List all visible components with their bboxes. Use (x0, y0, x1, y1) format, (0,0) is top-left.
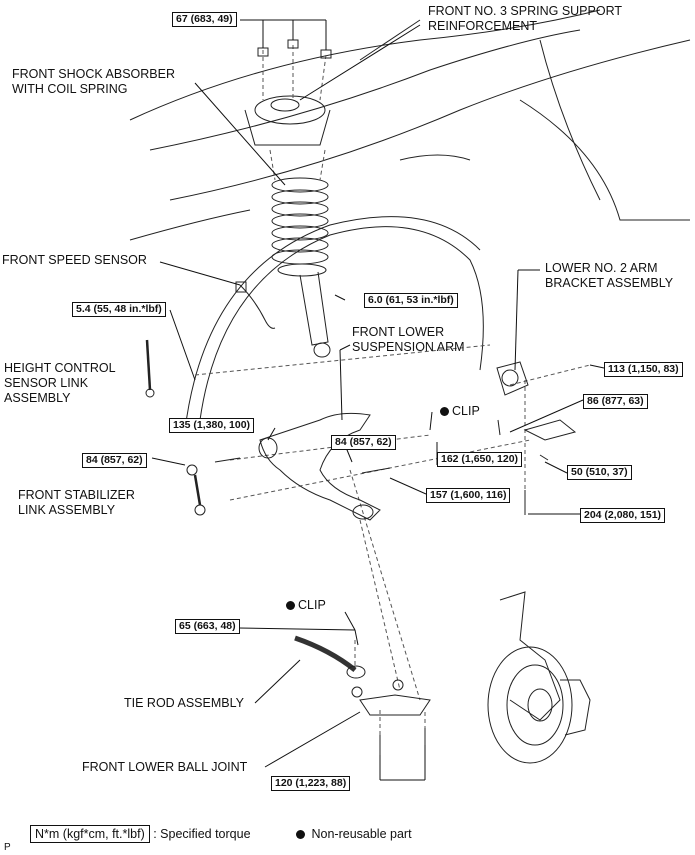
label-line: FRONT STABILIZER (18, 488, 135, 502)
label-shock-absorber: FRONT SHOCK ABSORBER WITH COIL SPRING (12, 67, 175, 97)
torque-157: 157 (1,600, 116) (426, 488, 511, 503)
shock-absorber-body (299, 271, 329, 346)
body-panel-outline (539, 39, 601, 201)
label-line: TIE ROD ASSEMBLY (124, 696, 244, 710)
body-panel-outline (519, 99, 690, 221)
body-panel-outline (359, 19, 421, 61)
label-height-sensor: HEIGHT CONTROL SENSOR LINK ASSEMBLY (4, 361, 116, 406)
label-line: SENSOR LINK (4, 376, 89, 390)
shock-absorber-eye (313, 342, 331, 358)
torque-6: 6.0 (61, 53 in.*lbf) (364, 293, 458, 308)
torque-5-4: 5.4 (55, 48 in.*lbf) (72, 302, 166, 317)
legend-torque-unit: N*m (kgf*cm, ft.*lbf) (30, 825, 150, 843)
legend-torque: N*m (kgf*cm, ft.*lbf) : Specified torque (30, 825, 251, 843)
brake-disc (487, 646, 573, 764)
torque-50: 50 (510, 37) (567, 465, 632, 480)
torque-113: 113 (1,150, 83) (604, 362, 683, 377)
body-panel-outline (129, 9, 601, 121)
label-lower-susp-arm: FRONT LOWER SUSPENSION ARM (352, 325, 465, 355)
label-speed-sensor: FRONT SPEED SENSOR (2, 253, 147, 268)
lower-arm-bracket (496, 361, 529, 396)
coil-spring (271, 177, 329, 277)
label-lower-ball-joint: FRONT LOWER BALL JOINT (82, 760, 247, 775)
torque-67: 67 (683, 49) (172, 12, 237, 27)
label-line: WITH COIL SPRING (12, 82, 128, 96)
nonreusable-dot-icon (296, 830, 305, 839)
ball-joint-stud (351, 686, 363, 698)
torque-204: 204 (2,080, 151) (580, 508, 666, 523)
nonreusable-dot-icon (440, 407, 449, 416)
body-panel-outline (129, 209, 251, 241)
label-line: FRONT NO. 3 SPRING SUPPORT (428, 4, 623, 18)
label-line: FRONT SPEED SENSOR (2, 253, 147, 267)
body-panel-outline (169, 39, 691, 201)
arm-bushing (258, 437, 278, 459)
label-stabilizer-link: FRONT STABILIZER LINK ASSEMBLY (18, 488, 135, 518)
legend-nonreusable: Non-reusable part (296, 826, 412, 842)
fender-arch (199, 226, 484, 421)
arm-bushing (352, 504, 374, 520)
label-line: SUSPENSION ARM (352, 340, 465, 354)
torque-84-stabilizer: 84 (857, 62) (82, 453, 147, 468)
legend-torque-desc: : Specified torque (153, 827, 251, 841)
ball-joint-stud (392, 679, 404, 691)
brake-caliper (560, 679, 591, 736)
clip-text: CLIP (298, 598, 326, 612)
lower-ball-joint (359, 694, 431, 716)
footer-code: P (4, 842, 11, 853)
legend-dot-wrap (296, 827, 308, 841)
stabilizer-bracket (523, 419, 577, 441)
label-line: LINK ASSEMBLY (18, 503, 116, 517)
speed-sensor-wire (239, 284, 276, 329)
speed-sensor-body (235, 281, 247, 293)
mount-nuts (257, 39, 332, 59)
torque-65: 65 (663, 48) (175, 619, 240, 634)
label-line: HEIGHT CONTROL (4, 361, 116, 375)
body-panel-outline (399, 154, 471, 161)
clip-text: CLIP (452, 404, 480, 418)
tie-rod-end (346, 665, 366, 679)
label-tie-rod: TIE ROD ASSEMBLY (124, 696, 244, 711)
bolts (214, 419, 549, 755)
label-line: REINFORCEMENT (428, 19, 538, 33)
label-line: BRACKET ASSEMBLY (545, 276, 674, 290)
height-sensor-link (145, 339, 152, 391)
lower-suspension-arm (259, 412, 381, 521)
spring-support-plate (254, 95, 326, 125)
nonreusable-dot-icon (286, 601, 295, 610)
hub (527, 688, 553, 722)
label-line: LOWER NO. 2 ARM (545, 261, 658, 275)
body-panel-outline (149, 29, 581, 151)
stabilizer-link-joint (186, 464, 198, 476)
label-line: FRONT LOWER BALL JOINT (82, 760, 248, 774)
label-line: FRONT LOWER (352, 325, 445, 339)
spring-support-plate (244, 109, 331, 146)
label-line: ASSEMBLY (4, 391, 71, 405)
fender-arch (184, 216, 481, 431)
stabilizer-link-joint (194, 504, 206, 516)
label-line: FRONT SHOCK ABSORBER (12, 67, 175, 81)
label-lower-arm-bracket: LOWER NO. 2 ARM BRACKET ASSEMBLY (545, 261, 673, 291)
torque-84-arm: 84 (857, 62) (331, 435, 396, 450)
spring-support-plate (270, 98, 300, 112)
torque-135: 135 (1,380, 100) (169, 418, 255, 433)
brake-disc (506, 664, 564, 746)
tie-rod (294, 635, 357, 672)
label-spring-support: FRONT NO. 3 SPRING SUPPORT REINFORCEMENT (428, 4, 622, 34)
height-sensor-joint (145, 388, 155, 398)
torque-162: 162 (1,650, 120) (437, 452, 523, 467)
steering-knuckle (499, 591, 561, 721)
bracket-bushing (501, 369, 519, 387)
torque-86: 86 (877, 63) (583, 394, 648, 409)
clip-label-1: CLIP (440, 404, 480, 419)
legend-nonreusable-text: Non-reusable part (311, 827, 412, 841)
stabilizer-link (193, 474, 202, 506)
torque-120: 120 (1,223, 88) (271, 776, 351, 791)
clip-label-2: CLIP (286, 598, 326, 613)
